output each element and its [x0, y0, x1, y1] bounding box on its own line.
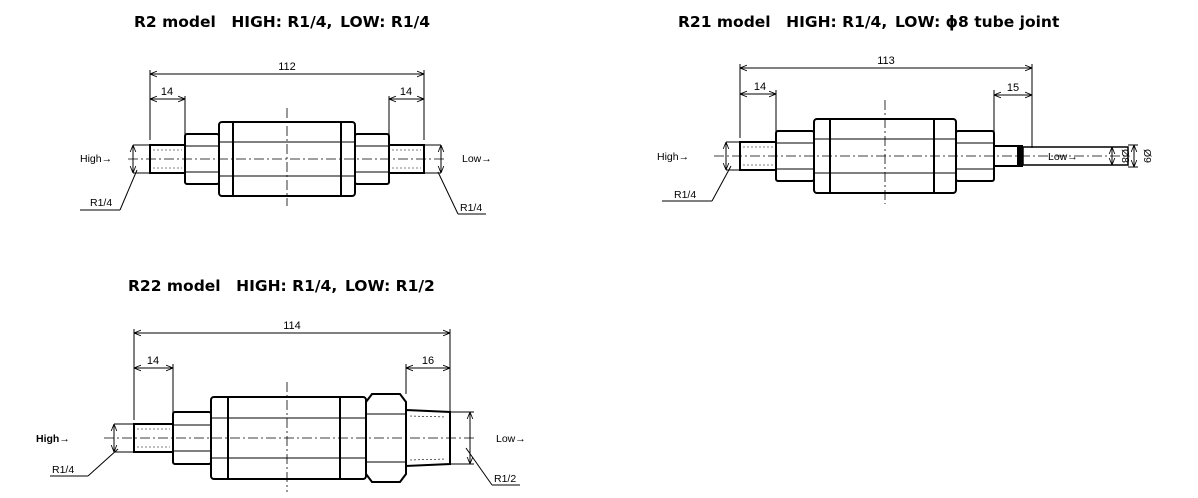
r2-overall-dimension: 112	[149, 61, 425, 140]
r2-low-dimension: 14	[388, 86, 424, 140]
r22-high-dimension: 14	[134, 355, 174, 420]
r2-low-length: 14	[400, 86, 412, 98]
r22-low-dimension: 16	[405, 355, 450, 394]
r2-high-dimension: 14	[150, 86, 186, 140]
r22-model-title: R22 model HIGH: R1/4, LOW: R1/2	[128, 277, 435, 295]
r22-drawing: 114 14 16	[36, 320, 526, 492]
r21-low-label: Low→	[1048, 151, 1078, 163]
r22-high-length: 14	[147, 355, 159, 367]
r22-low-label: Low→	[496, 433, 526, 445]
r21-high-label: High→	[657, 151, 689, 163]
r21-high-length: 14	[754, 81, 766, 93]
r21-drawing: 113 14 15	[657, 55, 1153, 204]
r22-low-length: 16	[422, 355, 434, 367]
r21-low-length: 15	[1007, 82, 1019, 94]
r21-low-dimension: 15	[993, 82, 1032, 132]
r21-overall-length: 113	[877, 55, 895, 67]
r2-high-length: 14	[161, 86, 173, 98]
r2-model-title: R2 model HIGH: R1/4, LOW: R1/4	[134, 13, 431, 31]
r21-high-thread: R1/4	[674, 189, 696, 201]
r2-low-thread: R1/4	[460, 202, 482, 214]
r21-tube-outer-diameter: Ø9	[1141, 149, 1153, 163]
r2-drawing: 112 14 14	[80, 61, 492, 215]
r22-low-thread: R1/2	[494, 473, 516, 485]
r22-overall-dimension: 114	[133, 320, 451, 420]
r21-high-dimension: 14	[740, 81, 777, 138]
r22-high-label: High→	[36, 433, 70, 445]
r2-high-label: High→	[80, 153, 112, 165]
r2-high-thread: R1/4	[90, 197, 112, 209]
r22-high-thread: R1/4	[52, 464, 74, 476]
r21-overall-dimension: 113	[739, 55, 1033, 148]
r2-overall-length: 112	[278, 61, 296, 73]
r22-overall-length: 114	[283, 320, 301, 332]
r2-low-label: Low→	[462, 153, 492, 165]
r21-tube-inner-diameter: Ø8	[1119, 149, 1131, 163]
r21-model-title: R21 model HIGH: R1/4, LOW: ϕ8 tube joint	[678, 13, 1060, 31]
